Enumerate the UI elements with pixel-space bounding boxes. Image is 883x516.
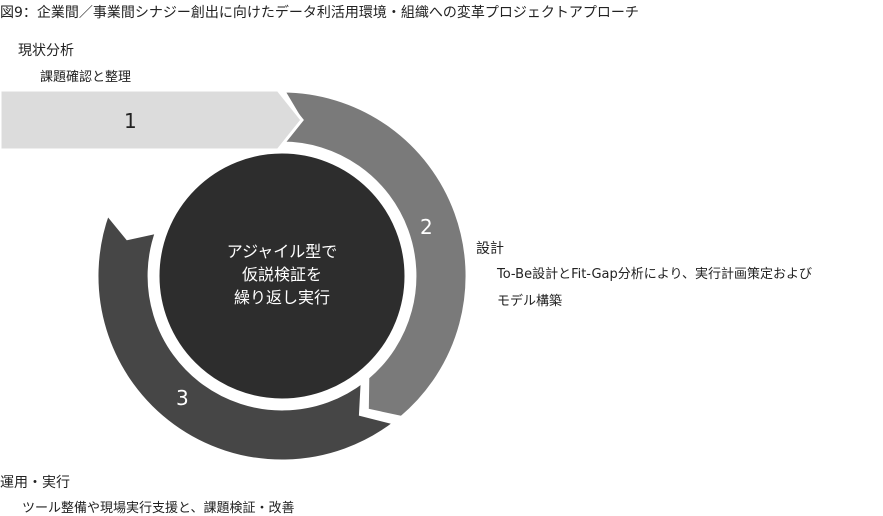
step-3-arc bbox=[93, 207, 403, 465]
step-2-heading: 設計 bbox=[476, 241, 504, 257]
center-line: 繰り返し実行 bbox=[233, 288, 330, 307]
step-1-arrow bbox=[0, 88, 304, 152]
step-1-heading: 現状分析 bbox=[18, 43, 74, 59]
center-line: 仮説検証を bbox=[241, 265, 322, 284]
step-1-description: 課題確認と整理 bbox=[40, 70, 132, 85]
center-label: アジャイル型で 仮説検証を 繰り返し実行 bbox=[192, 240, 372, 309]
step-2-arc bbox=[277, 87, 471, 422]
figure-title: 図9：企業間／事業間シナジー創出に向けたデータ利活用環境・組織への変革プロジェク… bbox=[0, 5, 639, 21]
center-line: アジャイル型で bbox=[226, 242, 338, 261]
step-3-heading: 運用・実行 bbox=[0, 475, 70, 491]
step-2-number: 2 bbox=[420, 215, 433, 239]
step-3-number: 3 bbox=[176, 386, 189, 410]
step-2-description: To-Be設計とFit-Gap分析により、実行計画策定および bbox=[497, 267, 812, 282]
step-2-description-line2: モデル構築 bbox=[497, 294, 563, 309]
center-circle bbox=[154, 148, 410, 404]
step-3-description: ツール整備や現場実行支援と、課題検証・改善 bbox=[22, 501, 295, 516]
step-1-number: 1 bbox=[124, 109, 137, 133]
